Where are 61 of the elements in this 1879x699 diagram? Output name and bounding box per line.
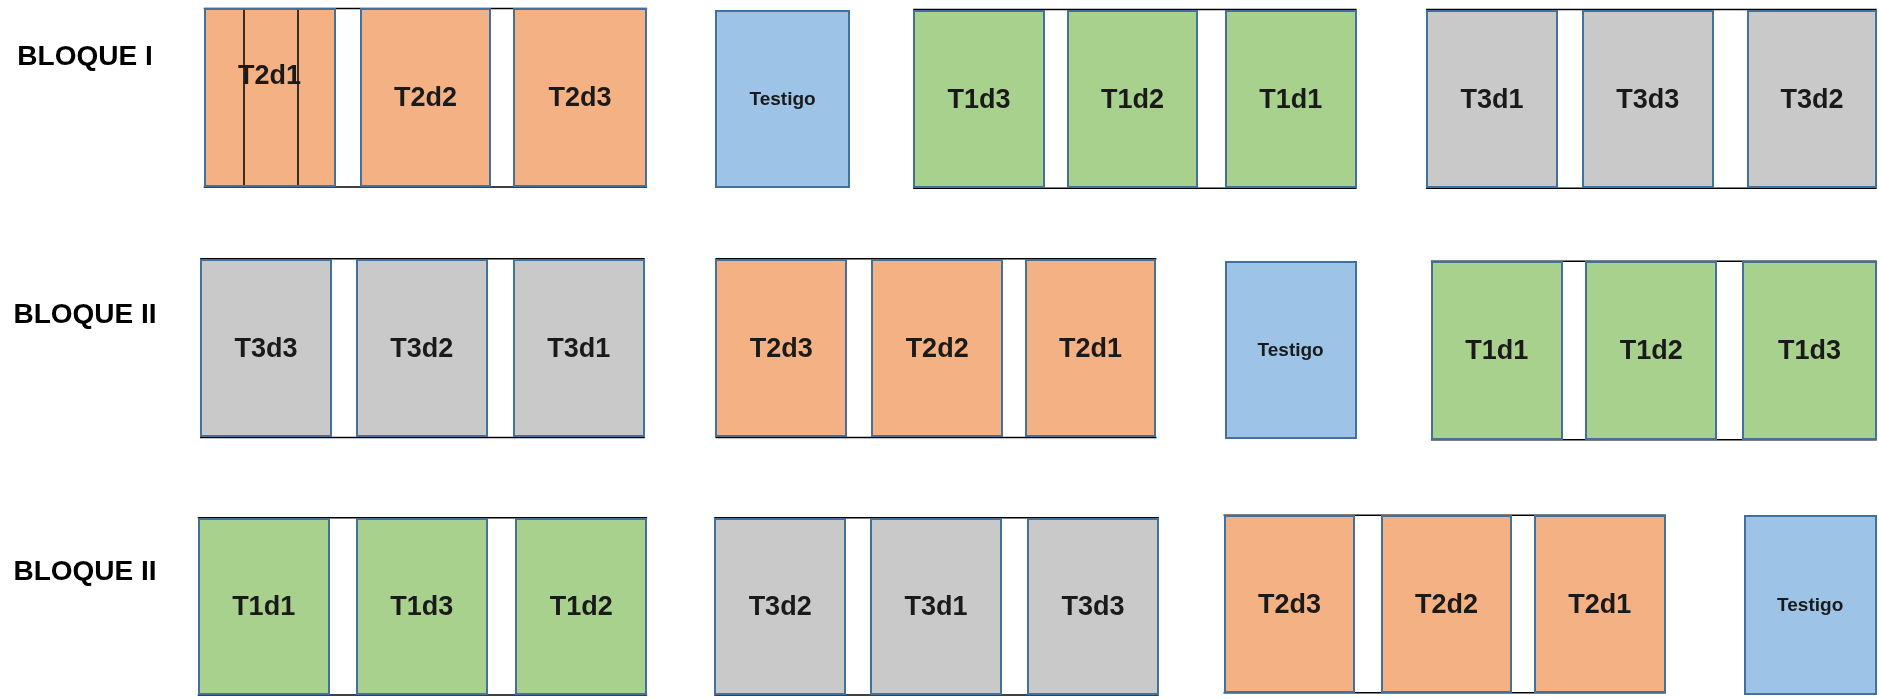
plot-box (197, 517, 330, 696)
plot-box (515, 517, 648, 696)
plot-label: T3d1 (904, 590, 968, 624)
plot-box (1747, 9, 1877, 189)
plot-label: T2d2 (1414, 587, 1478, 621)
plot-label: T2d1 (1568, 587, 1632, 621)
plot-label: T1d1 (1465, 334, 1529, 368)
plot-box (1223, 515, 1356, 693)
plot-label: T2d3 (749, 331, 813, 365)
plot-label: T2d1 (1059, 331, 1123, 365)
plot-box (1426, 9, 1558, 189)
plot-label: T3d3 (234, 331, 298, 365)
plot-label: T1d3 (1778, 334, 1842, 368)
plot-label: T1d2 (549, 590, 613, 624)
plot-box (1430, 261, 1563, 440)
plot-label: T3d2 (390, 331, 454, 365)
plot-label: Testigo (1257, 337, 1324, 362)
block-label: BLOQUE I (16, 38, 154, 73)
plot-label: T3d1 (547, 331, 611, 365)
plot-box (355, 258, 488, 438)
plot-box (1380, 515, 1513, 693)
plot-box (1585, 261, 1718, 440)
plot-box (870, 517, 1002, 696)
plot-box (1742, 261, 1877, 440)
plot-box (355, 517, 488, 696)
plot-label: T1d1 (232, 590, 296, 624)
plot-label: T3d2 (1780, 82, 1844, 116)
plot-label: T1d3 (390, 590, 454, 624)
plot-label: T1d2 (1619, 334, 1683, 368)
plot-box (1533, 515, 1666, 693)
plot-label: T3d1 (1460, 82, 1524, 116)
plot-box (715, 258, 848, 438)
plot-box (200, 258, 332, 438)
plot-box (512, 8, 648, 187)
plot-box (1224, 261, 1357, 439)
plot-label: T3d3 (1061, 590, 1125, 624)
plot-label: T2d3 (548, 81, 612, 115)
plot-box (913, 9, 1045, 189)
block-label: BLOQUE II (12, 296, 158, 331)
block-label: BLOQUE II (12, 554, 158, 589)
plot-label: T2d2 (905, 331, 969, 365)
plot-label: T2d2 (393, 81, 457, 115)
plot-box (715, 9, 850, 189)
plot-label: T1d3 (947, 82, 1011, 116)
plot-box (1581, 9, 1714, 189)
plot-label: T1d2 (1100, 82, 1164, 116)
plot-label: T2d3 (1257, 587, 1321, 621)
plot-box (1027, 517, 1159, 696)
plot-label: Testigo (749, 86, 816, 111)
plot-label: Testigo (1777, 592, 1844, 617)
plot-label: T3d3 (1616, 82, 1680, 116)
plot-box (1743, 515, 1877, 696)
plot-box (1224, 9, 1357, 189)
plot-box (359, 8, 492, 187)
plot-box (871, 258, 1004, 438)
plot-box (714, 517, 847, 696)
plot-box (1066, 9, 1199, 189)
plot-box (1024, 258, 1157, 438)
plot-label: T1d1 (1259, 82, 1323, 116)
plot-label: T3d2 (748, 590, 812, 624)
plot-box (512, 258, 645, 438)
